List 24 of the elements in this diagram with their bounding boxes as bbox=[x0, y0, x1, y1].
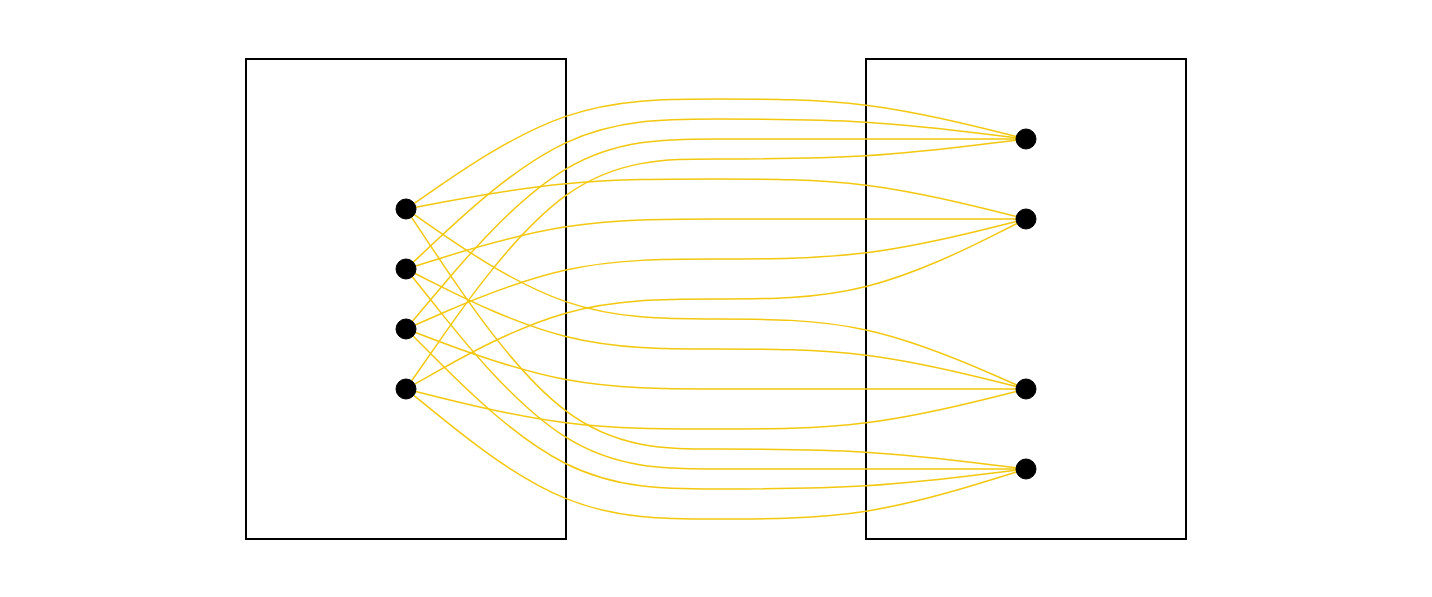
connector bbox=[414, 220, 1018, 326]
connector bbox=[413, 394, 1018, 520]
connector bbox=[410, 139, 1017, 382]
connector bbox=[412, 117, 1017, 263]
connector bbox=[412, 334, 1017, 490]
connector bbox=[411, 275, 1017, 470]
connector bbox=[415, 177, 1018, 217]
connector bbox=[411, 137, 1017, 322]
node-circle bbox=[1015, 458, 1037, 479]
node-circle bbox=[395, 378, 417, 399]
node-circle bbox=[395, 318, 417, 339]
node-circle bbox=[1015, 378, 1037, 399]
connector bbox=[414, 217, 1017, 267]
connector bbox=[414, 331, 1017, 390]
node-circle bbox=[395, 258, 417, 279]
node-circle bbox=[395, 198, 417, 219]
node-circle bbox=[1015, 128, 1037, 149]
connector bbox=[414, 272, 1018, 387]
cluster bbox=[865, 57, 1187, 540]
connector bbox=[414, 390, 1018, 430]
cluster bbox=[245, 57, 567, 540]
connector bbox=[413, 97, 1018, 204]
node-circle bbox=[1015, 208, 1037, 229]
connector bbox=[410, 216, 1017, 468]
